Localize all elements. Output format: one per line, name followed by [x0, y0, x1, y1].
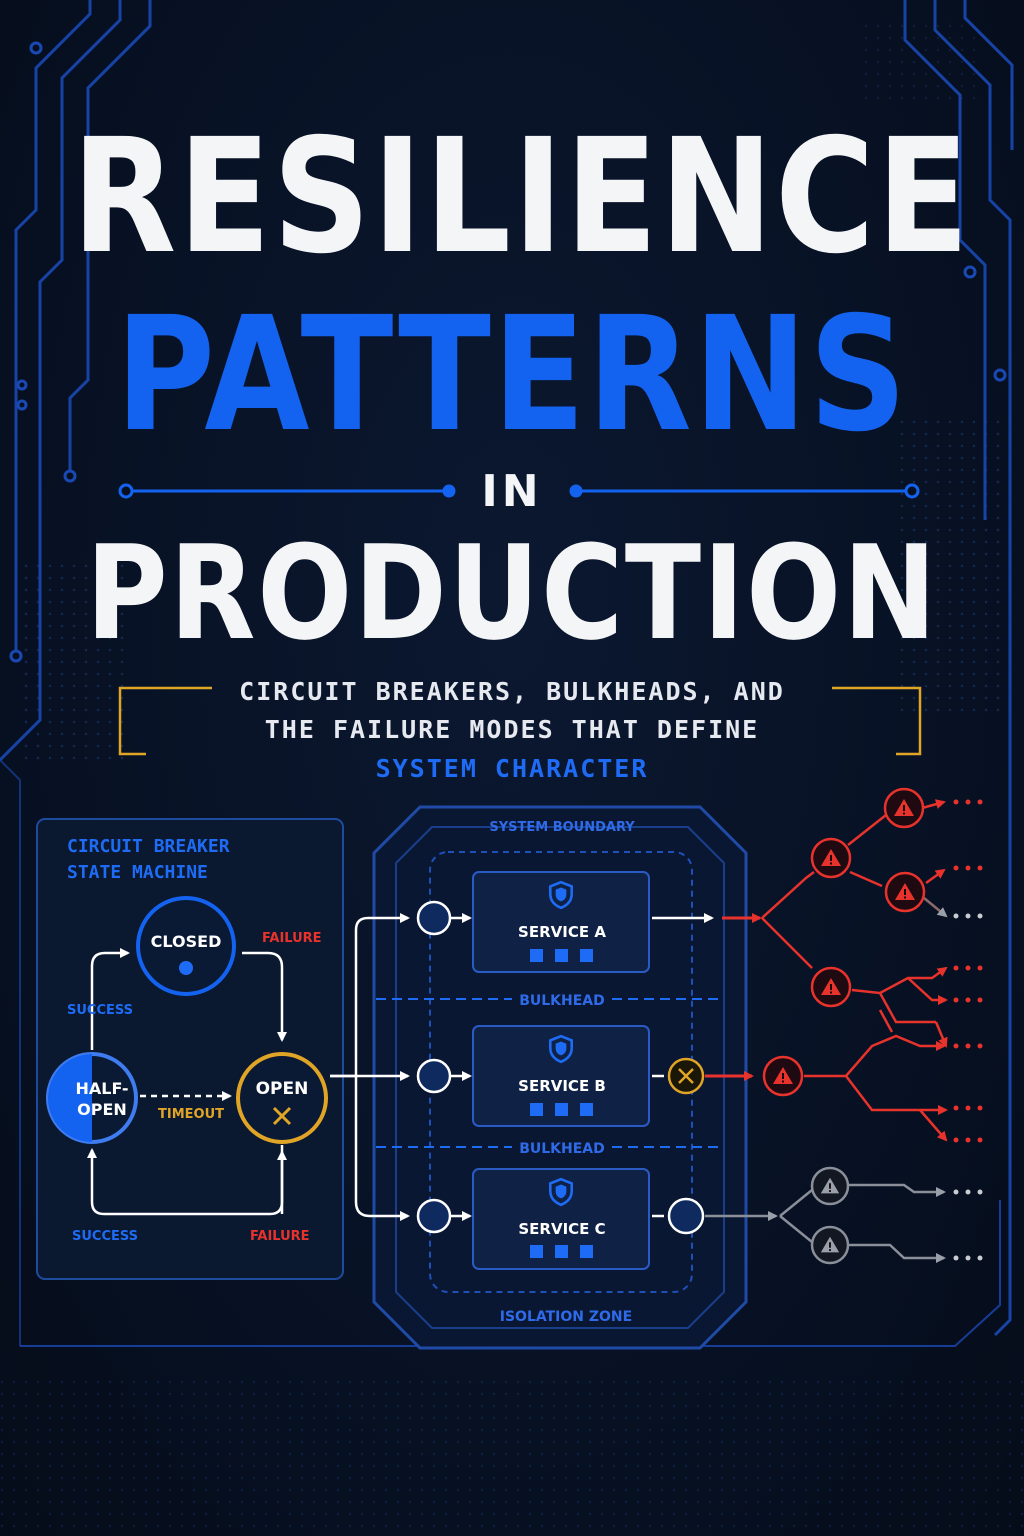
edge-label-timeout: TIMEOUT [158, 1107, 224, 1122]
service-b-box [472, 1025, 650, 1127]
service-a-box [472, 871, 650, 973]
half-open-label-line1: HALF- [75, 1079, 128, 1098]
state-machine-panel [36, 818, 344, 1280]
half-open-label-line2: OPEN [77, 1100, 127, 1119]
service-c-input-node [416, 1198, 452, 1234]
bulkhead-label-1: BULKHEAD [519, 993, 605, 1009]
system-boundary-label: SYSTEM BOUNDARY [489, 820, 635, 835]
subtitle-line-1: CIRCUIT BREAKERS, BULKHEADS, AND [239, 677, 785, 706]
subtitle-line-3: SYSTEM CHARACTER [375, 754, 649, 783]
title-line-3: IN [481, 466, 543, 517]
edge-label-failure-top: FAILURE [262, 931, 322, 946]
service-a-input-node [416, 900, 452, 936]
closed-state-node [136, 896, 236, 996]
service-b-label: SERVICE B [518, 1077, 606, 1095]
open-state-node [236, 1052, 328, 1144]
state-machine-title-line2: STATE MACHINE [67, 862, 208, 883]
title-line-4: PRODUCTION [85, 517, 939, 669]
isolation-zone-label: ISOLATION ZONE [500, 1309, 632, 1325]
open-state-label: OPEN [256, 1079, 309, 1099]
state-machine-title-line1: CIRCUIT BREAKER [67, 836, 230, 857]
edge-label-success-bottom: SUCCESS [72, 1229, 138, 1244]
edge-label-failure-bottom: FAILURE [250, 1229, 310, 1244]
subtitle-line-2: THE FAILURE MODES THAT DEFINE [264, 715, 760, 744]
service-a-label: SERVICE A [518, 923, 606, 941]
service-c-box [472, 1168, 650, 1270]
bulkhead-label-2: BULKHEAD [519, 1141, 605, 1157]
service-c-label: SERVICE C [518, 1220, 605, 1238]
closed-state-label: CLOSED [151, 932, 222, 951]
edge-label-success-left: SUCCESS [67, 1003, 133, 1018]
title-line-2: PATTERNS [115, 283, 909, 467]
warning-nodes [762, 787, 926, 1265]
service-c-output-node [667, 1197, 705, 1235]
service-b-input-node [416, 1058, 452, 1094]
title-line-1: RESILIENCE [71, 105, 971, 289]
